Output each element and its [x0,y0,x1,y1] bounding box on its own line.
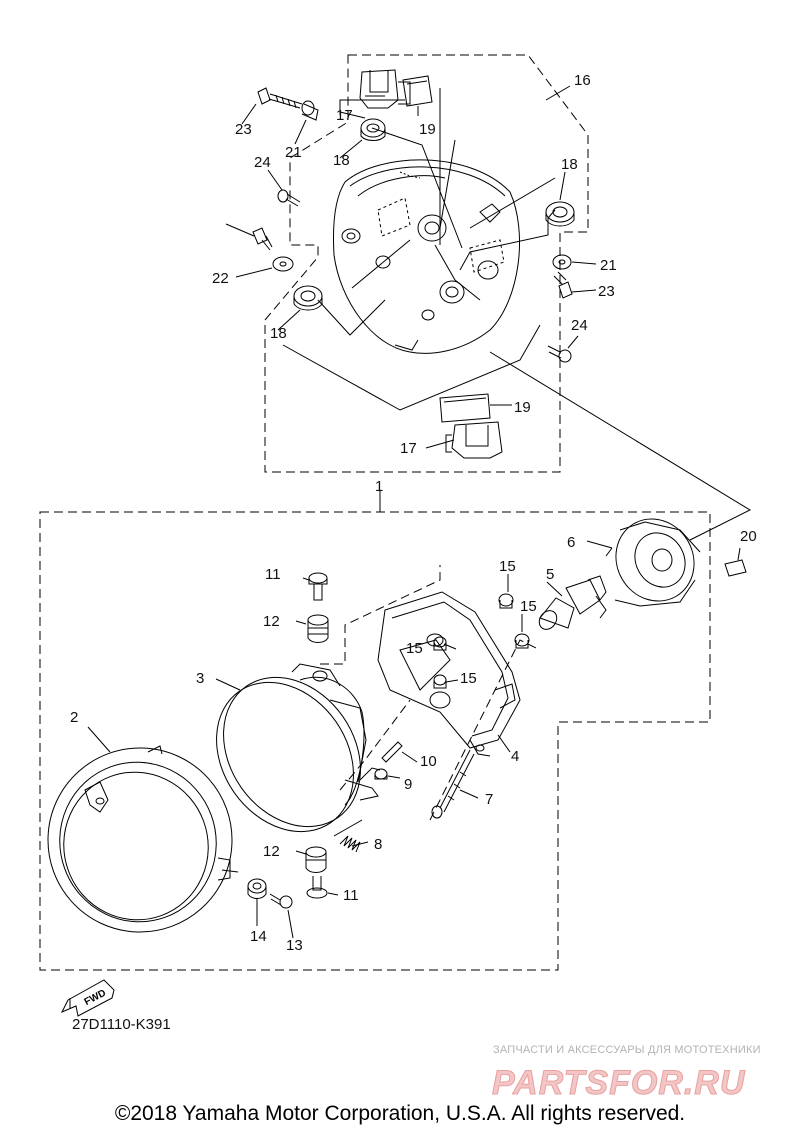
fwd-label: FWD [83,988,108,1008]
pad-19-top [402,75,433,107]
callout-6: 6 [567,534,575,551]
callout-23-top: 23 [235,121,252,138]
callout-23-right: 23 [598,283,615,300]
headlight-lens-unit-3 [216,663,381,833]
socket-cover-6 [605,518,701,607]
callout-19-top: 19 [419,121,436,138]
callout-7: 7 [485,791,493,808]
callout-15-b: 15 [520,598,537,615]
clip-15-a [498,593,514,609]
grommet-12-lower [305,846,327,873]
collar-14 [247,878,267,899]
fwd-arrow-icon [60,979,115,1017]
adjusting-screw-7 [431,749,475,819]
watermark-logo: PARTSFOR.RU [492,1064,746,1103]
callout-13: 13 [286,937,303,954]
bolt-11-upper [308,572,328,601]
bolt-23-left [252,227,273,251]
collar-21-top-left [301,100,319,121]
callout-18-lower-left: 18 [270,325,287,342]
grommet-18-top [360,118,386,141]
headlight-rim-2 [47,745,239,933]
collar-21-right [552,254,572,270]
callout-14: 14 [250,928,267,945]
bolt-11-lower [306,876,328,899]
bolt-23-right [553,271,573,299]
headlight-bulb-5 [538,575,607,630]
headlight-housing-shell [333,159,520,354]
callout-9: 9 [404,776,412,793]
pad-19-bottom [439,393,491,423]
screw-24-left [277,189,301,207]
callout-8: 8 [374,836,382,853]
callout-17-top: 17 [336,107,353,124]
callout-20: 20 [740,528,757,545]
group-16-callout-leaders [225,85,597,449]
callout-5: 5 [546,566,554,583]
callout-22: 22 [212,270,229,287]
group-16-leaders [282,88,556,411]
callout-11-lower: 11 [343,887,359,904]
cap-20 [724,559,747,577]
group-16-boundary [264,54,589,473]
copyright-notice: ©2018 Yamaha Motor Corporation, U.S.A. A… [114,1102,686,1125]
callout-11-upper: 11 [265,566,281,583]
callout-3: 3 [196,670,204,687]
callout-1: 1 [375,478,383,495]
callout-15-d: 15 [460,670,477,687]
connector-clip-17-top [359,69,411,109]
clip-15-d [433,674,447,689]
callout-12-lower: 12 [263,843,280,860]
callout-24-left: 24 [254,154,271,171]
callout-4: 4 [511,748,519,765]
screw-24-right [547,345,572,363]
connector-clip-17-bottom [445,421,503,459]
diagram-code: 27D1110-K391 [72,1016,171,1033]
grommet-18-right [545,201,575,227]
washer-22 [272,256,294,272]
callout-16: 16 [574,72,591,89]
callout-15-c: 15 [406,640,423,657]
grommet-18-lower-left [293,285,323,311]
mounting-bracket-4 [377,591,521,757]
callout-12-upper: 12 [263,613,280,630]
callout-21-right: 21 [600,257,617,274]
svg-text:PARTSFOR.RU: PARTSFOR.RU [492,1064,746,1102]
group-1-leaders [87,540,741,939]
callout-21-top: 21 [285,144,302,161]
watermark-subtitle: ЗАПЧАСТИ И АКСЕССУАРЫ ДЛЯ МОТОТЕХНИКИ [493,1044,761,1056]
group-1-inner-dashes [320,565,541,821]
callout-17-bottom: 17 [400,440,417,457]
clip-15-b [514,633,530,649]
callout-18-right: 18 [561,156,578,173]
bolt-23-top-left [257,87,303,109]
callout-24-right: 24 [571,317,588,334]
grommet-12-upper [307,614,329,643]
grommet-18-mid-left [341,228,361,244]
callout-10: 10 [420,753,437,770]
nut-9 [374,768,388,780]
group-1-boundary [39,511,711,971]
spring-8 [333,819,363,853]
screw-13 [269,893,293,909]
callout-2: 2 [70,709,78,726]
clip-15-c [433,636,447,651]
callout-labels: 1 2 3 4 5 6 7 8 9 10 11 11 12 12 13 14 1… [70,72,757,1008]
callout-18-top: 18 [333,152,350,169]
pin-10 [381,741,403,763]
callout-15-a: 15 [499,558,516,575]
callout-19-bottom: 19 [514,399,531,416]
